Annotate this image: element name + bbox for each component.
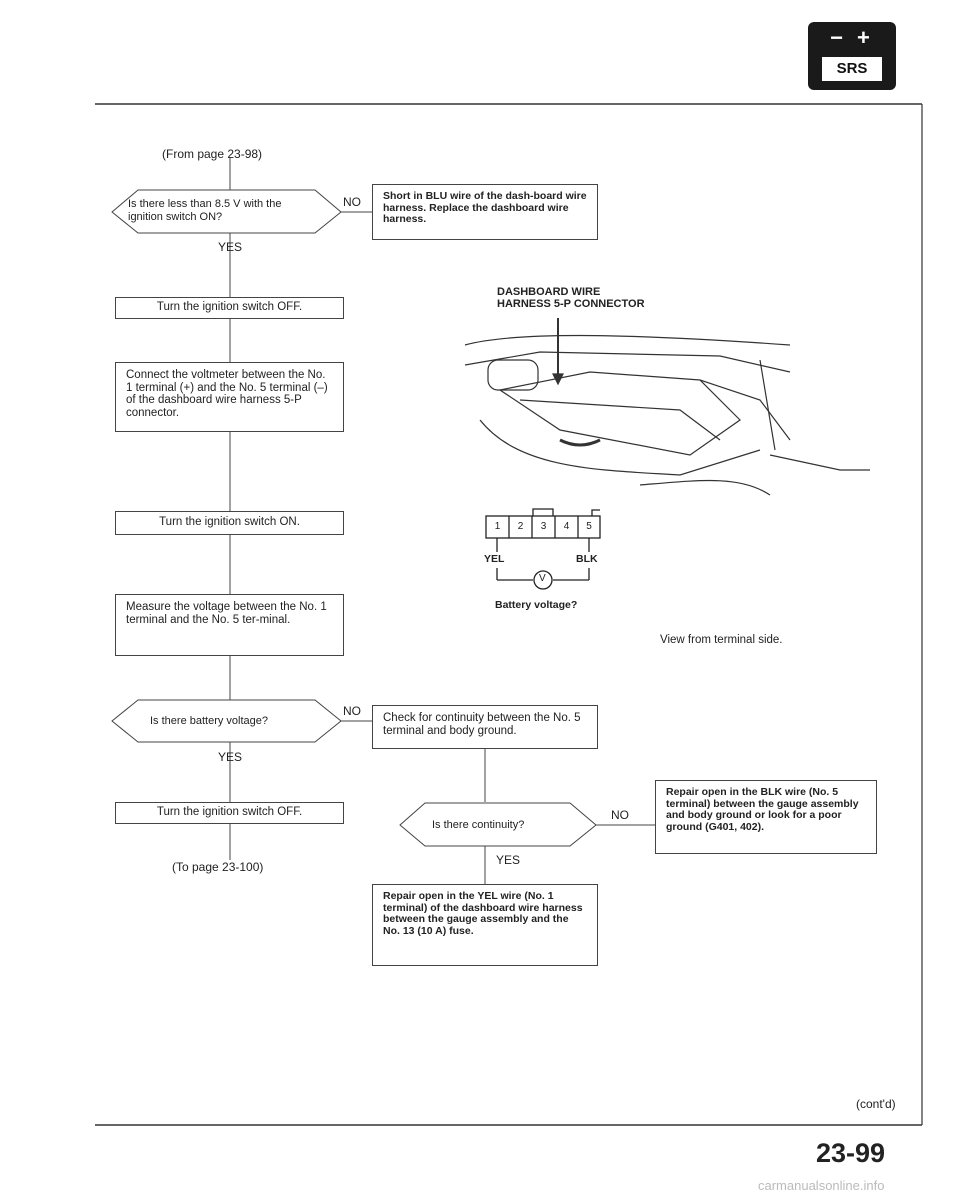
- step-check-continuity: Check for continuity between the No. 5 t…: [372, 705, 598, 749]
- battery-terminals-icon: − +: [830, 25, 874, 50]
- step-measure-voltage: Measure the voltage between the No. 1 te…: [115, 594, 344, 656]
- view-note: View from terminal side.: [660, 634, 783, 646]
- terminal-5: 5: [586, 521, 592, 532]
- srs-badge: − + SRS: [808, 24, 896, 81]
- step-connect-voltmeter: Connect the voltmeter between the No. 1 …: [115, 362, 344, 432]
- terminal-numbers: 1 2 3 4 5: [486, 518, 600, 536]
- q2-yes-label: YES: [218, 750, 243, 764]
- q3-yes-label: YES: [496, 853, 521, 867]
- from-page-label: (From page 23-98): [162, 147, 263, 161]
- page-number: 23-99: [816, 1138, 886, 1168]
- wire-yel-label: YEL: [484, 553, 505, 565]
- battery-voltage-question: Battery voltage?: [495, 599, 578, 611]
- watermark: carmanualsonline.info: [758, 1178, 885, 1193]
- result-repair-blk-wire: Repair open in the BLK wire (No. 5 termi…: [655, 780, 877, 854]
- q2-no-label: NO: [343, 704, 361, 718]
- connector-title-line-2: HARNESS 5-P CONNECTOR: [497, 298, 645, 310]
- q1-yes-label: YES: [218, 240, 243, 254]
- voltmeter-icon: V: [539, 573, 546, 584]
- q1-no-label: NO: [343, 195, 361, 209]
- terminal-3: 3: [540, 521, 547, 532]
- step-ignition-on: Turn the ignition switch ON.: [115, 511, 344, 535]
- terminal-1: 1: [494, 521, 501, 532]
- step-ignition-off-2: Turn the ignition switch OFF.: [115, 802, 344, 824]
- question-less-than-8-5v: Is there less than 8.5 V with the igniti…: [128, 198, 282, 223]
- question-continuity: Is there continuity?: [432, 819, 525, 831]
- wire-blk-label: BLK: [576, 553, 598, 565]
- srs-label: SRS: [836, 60, 868, 77]
- terminal-4: 4: [563, 521, 570, 532]
- connector-title: DASHBOARD WIRE HARNESS 5-P CONNECTOR: [497, 286, 645, 310]
- question-battery-voltage: Is there battery voltage?: [150, 715, 269, 727]
- result-repair-yel-wire: Repair open in the YEL wire (No. 1 termi…: [372, 884, 598, 966]
- result-short-blu-wire: Short in BLU wire of the dash-board wire…: [372, 184, 598, 240]
- step-ignition-off-1: Turn the ignition switch OFF.: [115, 297, 344, 319]
- connector-title-line-1: DASHBOARD WIRE: [497, 286, 601, 298]
- q3-no-label: NO: [611, 808, 629, 822]
- to-page-label: (To page 23-100): [172, 860, 264, 874]
- continued-label: (cont'd): [856, 1097, 896, 1111]
- terminal-2: 2: [517, 521, 524, 532]
